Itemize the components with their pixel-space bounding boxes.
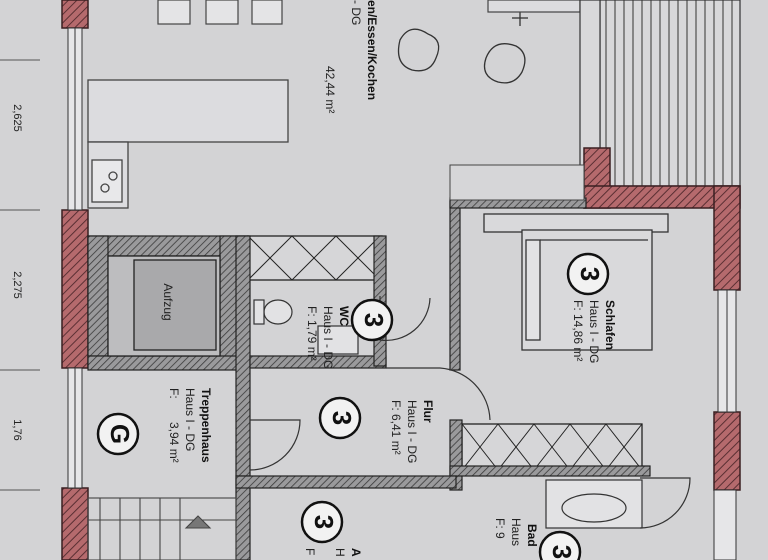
svg-text:F: 6,41 m²: F: 6,41 m² bbox=[389, 400, 403, 455]
svg-text:3,94 m²: 3,94 m² bbox=[167, 422, 181, 463]
interior-walls bbox=[235, 235, 457, 560]
label-treppenhaus: Treppenhaus Haus I - DG F: 3,94 m² bbox=[167, 388, 213, 463]
svg-text:42,44 m²: 42,44 m² bbox=[323, 66, 337, 113]
dimension-label-1: 2,625 bbox=[11, 104, 23, 132]
svg-text:3: 3 bbox=[575, 267, 605, 281]
svg-text:Haus I - DG: Haus I - DG bbox=[183, 388, 197, 451]
svg-text:F:: F: bbox=[167, 388, 181, 399]
exterior-wall-left bbox=[61, 0, 89, 560]
label-schlafen: Schlafen Haus I - DG F: 14,86 m² bbox=[571, 300, 617, 363]
sideboard bbox=[487, 0, 581, 13]
balcony bbox=[579, 0, 741, 187]
label-living: en/Essen/Kochen - DG 42,44 m² bbox=[323, 0, 379, 113]
aufzug-label: Aufzug bbox=[161, 283, 175, 320]
svg-text:F: 9: F: 9 bbox=[493, 518, 507, 539]
svg-text:3: 3 bbox=[359, 313, 389, 327]
svg-text:F: 14,86 m²: F: 14,86 m² bbox=[571, 300, 585, 361]
label-flur: Flur Haus I - DG F: 6,41 m² bbox=[389, 400, 435, 463]
label-wc: WC Haus I - DG F: 1,79 m² bbox=[305, 306, 351, 369]
svg-text:F: 1,79 m²: F: 1,79 m² bbox=[305, 306, 319, 361]
svg-text:- DG: - DG bbox=[349, 0, 363, 25]
svg-text:Bad: Bad bbox=[525, 524, 539, 547]
wc-closet bbox=[247, 235, 383, 281]
exterior-wall-bedroom bbox=[583, 147, 741, 560]
room-badge-br: 3 bbox=[538, 530, 582, 560]
svg-text:G: G bbox=[105, 424, 135, 444]
toilet bbox=[253, 299, 359, 355]
room-badge-wc: 3 bbox=[350, 298, 394, 342]
wardrobe bbox=[449, 419, 651, 491]
bath-sink bbox=[545, 479, 643, 529]
kitchen-counter bbox=[87, 79, 289, 209]
stairs bbox=[87, 497, 237, 560]
plant-icons bbox=[397, 10, 528, 84]
svg-text:3: 3 bbox=[309, 515, 339, 529]
label-bad: Bad Haus F: 9 bbox=[493, 518, 539, 547]
svg-text:Schlafen: Schlafen bbox=[603, 300, 617, 350]
svg-text:H: H bbox=[333, 548, 347, 557]
bedroom-walls bbox=[449, 164, 587, 371]
room-badge-a: 3 bbox=[300, 500, 344, 544]
svg-text:Haus I - DG: Haus I - DG bbox=[587, 300, 601, 363]
dimension-label-2: 2,275 bbox=[11, 271, 23, 299]
svg-text:Treppenhaus: Treppenhaus bbox=[199, 388, 213, 463]
doors bbox=[249, 296, 691, 529]
svg-text:Flur: Flur bbox=[421, 400, 435, 423]
label-room-a: A H F bbox=[303, 548, 363, 557]
svg-text:en/Essen/Kochen: en/Essen/Kochen bbox=[365, 0, 379, 100]
svg-text:3: 3 bbox=[327, 411, 357, 425]
svg-text:WC: WC bbox=[337, 306, 351, 326]
svg-text:Haus I - DG: Haus I - DG bbox=[405, 400, 419, 463]
svg-text:Haus: Haus bbox=[509, 518, 523, 546]
svg-text:Haus I - DG: Haus I - DG bbox=[321, 306, 335, 369]
svg-text:F: F bbox=[303, 548, 317, 555]
svg-text:A: A bbox=[349, 548, 363, 557]
dining-chairs bbox=[157, 0, 283, 25]
room-badge-treppenhaus: G bbox=[96, 412, 140, 456]
room-badge-schlafen: 3 bbox=[566, 252, 610, 296]
room-badge-flur: 3 bbox=[318, 396, 362, 440]
dimension-strip bbox=[0, 59, 40, 491]
svg-text:3: 3 bbox=[547, 545, 577, 559]
dimension-label-3: 1,76 bbox=[11, 419, 23, 440]
